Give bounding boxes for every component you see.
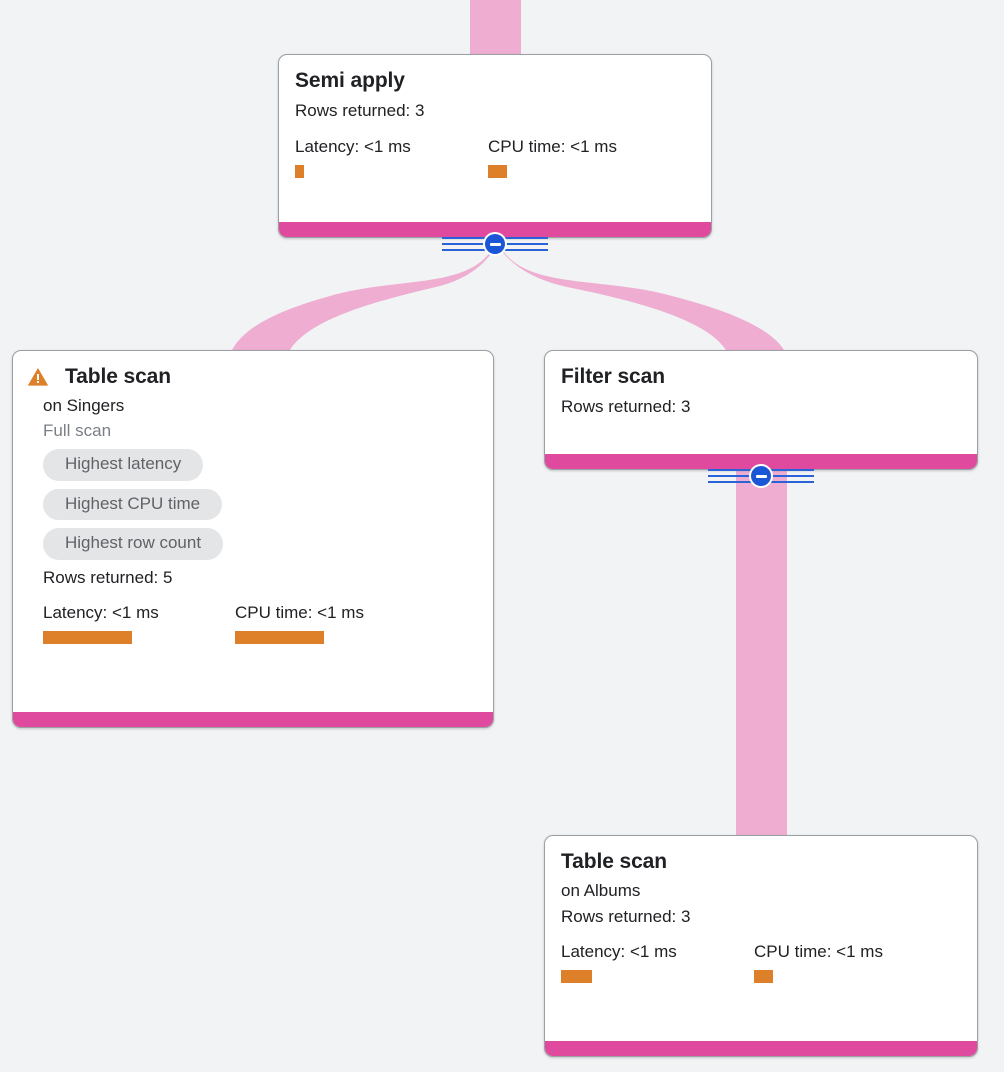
node-semi-apply[interactable]: Semi apply Rows returned: 3 Latency: <1 … xyxy=(278,54,712,238)
toggle-knob[interactable] xyxy=(749,464,773,488)
metric-latency-label: Latency: <1 ms xyxy=(561,942,677,962)
node-filter-scan-footer xyxy=(545,454,977,469)
node-filter-scan-body: Filter scan Rows returned: 3 xyxy=(545,351,977,454)
node-semi-apply-title: Semi apply xyxy=(295,69,405,92)
node-table-scan-singers-footer xyxy=(13,712,493,727)
edge-semiapply-to-tablescan-singers xyxy=(232,246,496,350)
node-filter-scan-rows-returned: Rows returned: 3 xyxy=(561,397,691,417)
badge-highest-cpu-time: Highest CPU time xyxy=(43,488,223,521)
node-table-scan-albums-metrics: Latency: <1 ms CPU time: <1 ms xyxy=(561,941,961,984)
metric-latency-label: Latency: <1 ms xyxy=(43,603,159,623)
node-table-scan-singers-title: Table scan xyxy=(65,365,171,388)
collapse-toggle-semi-apply[interactable] xyxy=(442,232,548,256)
edge-filterscan-to-tablescan-albums xyxy=(736,470,787,844)
metric-latency: Latency: <1 ms xyxy=(43,602,235,645)
collapse-toggle-filter-scan[interactable] xyxy=(708,464,814,488)
node-semi-apply-body: Semi apply Rows returned: 3 Latency: <1 … xyxy=(279,55,711,222)
edge-root-stub xyxy=(470,0,521,58)
node-table-scan-singers-subtitle: on Singers xyxy=(43,396,125,416)
minus-icon xyxy=(485,234,505,254)
edge-semiapply-to-filterscan xyxy=(498,246,784,350)
metric-cpu-time: CPU time: <1 ms xyxy=(488,136,617,178)
metric-cpu-time: CPU time: <1 ms xyxy=(754,941,883,984)
node-table-scan-albums-footer xyxy=(545,1041,977,1056)
node-table-scan-albums-title-row: Table scan xyxy=(561,850,961,873)
node-table-scan-albums[interactable]: Table scan on Albums Rows returned: 3 La… xyxy=(544,835,978,1057)
metric-cpu-time-label: CPU time: <1 ms xyxy=(235,603,364,623)
node-filter-scan-title: Filter scan xyxy=(561,365,665,388)
node-filter-scan-title-row: Filter scan xyxy=(561,365,961,388)
node-table-scan-albums-rows-returned: Rows returned: 3 xyxy=(561,906,691,926)
metric-cpu-time-bar xyxy=(754,970,773,984)
metric-latency-bar xyxy=(561,970,592,984)
node-semi-apply-metrics: Latency: <1 ms CPU time: <1 ms xyxy=(295,136,695,178)
toggle-knob[interactable] xyxy=(483,232,507,256)
node-table-scan-singers-metrics: Latency: <1 ms CPU time: <1 ms xyxy=(43,602,477,645)
node-table-scan-singers-badges: Highest latency Highest CPU time Highest… xyxy=(43,449,477,560)
metric-cpu-time-bar xyxy=(235,631,324,645)
metric-cpu-time: CPU time: <1 ms xyxy=(235,602,364,645)
minus-icon xyxy=(751,466,771,486)
node-semi-apply-title-row: Semi apply xyxy=(295,69,695,92)
metric-cpu-time-bar xyxy=(488,164,507,178)
node-table-scan-albums-subtitle: on Albums xyxy=(561,881,641,901)
metric-latency-label: Latency: <1 ms xyxy=(295,136,411,156)
node-filter-scan[interactable]: Filter scan Rows returned: 3 xyxy=(544,350,978,470)
node-semi-apply-rows-returned: Rows returned: 3 xyxy=(295,101,425,121)
node-table-scan-albums-title: Table scan xyxy=(561,850,667,873)
metric-latency-bar xyxy=(43,631,132,645)
node-table-scan-singers-title-row: Table scan xyxy=(27,365,477,388)
node-semi-apply-footer xyxy=(279,222,711,237)
node-table-scan-singers-scan-type: Full scan xyxy=(43,420,112,440)
metric-latency: Latency: <1 ms xyxy=(295,136,488,178)
node-table-scan-albums-body: Table scan on Albums Rows returned: 3 La… xyxy=(545,836,977,1041)
badge-highest-row-count: Highest row count xyxy=(43,528,224,560)
node-table-scan-singers-rows-returned: Rows returned: 5 xyxy=(43,567,173,587)
node-table-scan-singers[interactable]: Table scan on Singers Full scan Highest … xyxy=(12,350,494,728)
metric-cpu-time-label: CPU time: <1 ms xyxy=(754,942,883,962)
metric-cpu-time-label: CPU time: <1 ms xyxy=(488,136,617,156)
badge-highest-latency: Highest latency xyxy=(43,449,204,481)
warning-triangle-icon xyxy=(27,367,49,386)
metric-latency: Latency: <1 ms xyxy=(561,941,754,984)
node-table-scan-singers-body: Table scan on Singers Full scan Highest … xyxy=(13,351,493,712)
metric-latency-bar xyxy=(295,164,304,178)
